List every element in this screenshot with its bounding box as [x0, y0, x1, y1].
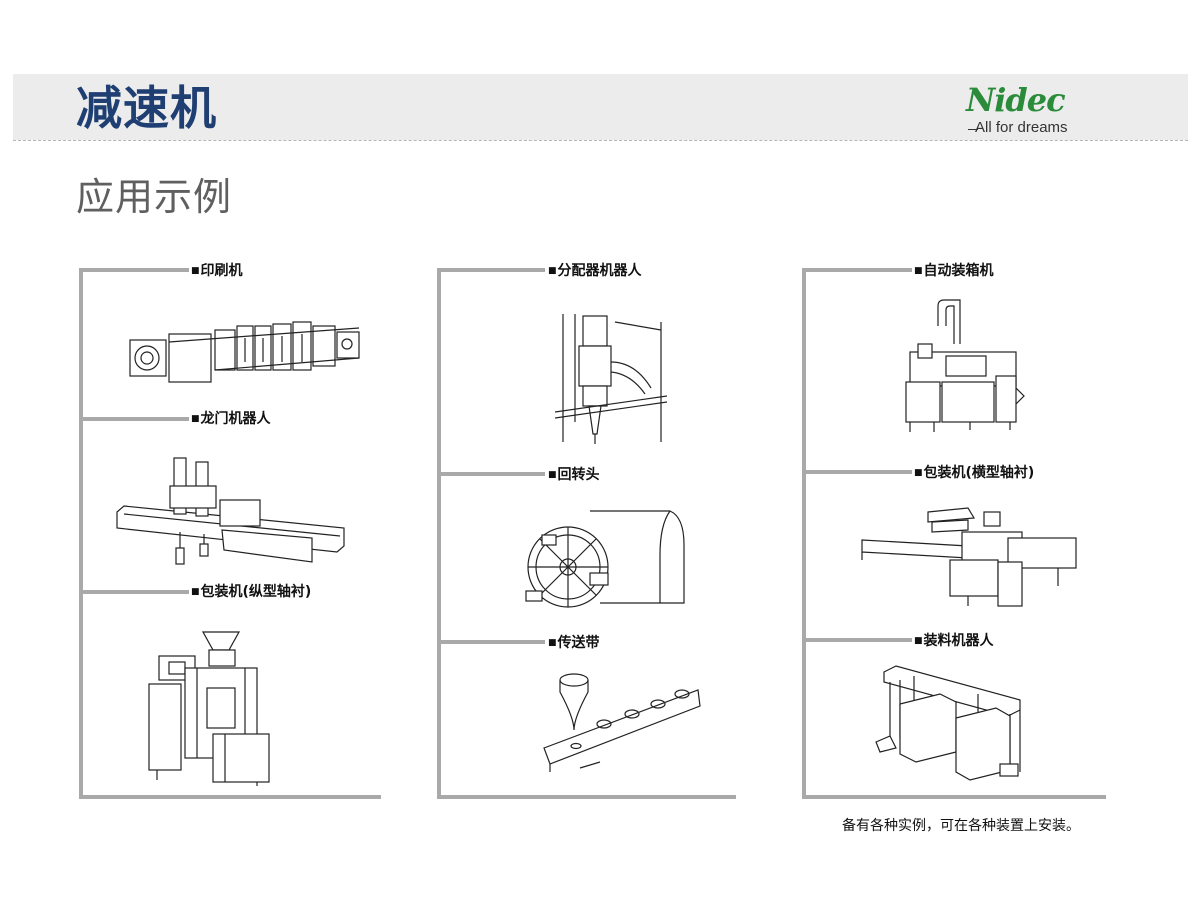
label-printing-press: 印刷机	[191, 262, 243, 282]
label-auto-boxing: 自动装箱机	[914, 262, 994, 282]
col1-rule-2	[79, 417, 189, 421]
logo-dash	[968, 129, 978, 130]
col3-rule-1	[802, 268, 912, 272]
logo-wordmark: Nidec	[966, 81, 1066, 119]
dispenser-robot-icon	[555, 312, 667, 447]
section-subtitle: 应用示例	[76, 175, 233, 219]
gantry-robot-icon	[112, 450, 350, 580]
col1-rule-1	[79, 268, 189, 272]
header-divider	[13, 140, 1188, 141]
horizontal-packaging-machine-icon	[858, 506, 1083, 610]
col3-rule-3	[802, 638, 912, 642]
loading-robot-icon	[870, 660, 1025, 785]
auto-boxing-machine-icon	[898, 296, 1028, 436]
printing-press-icon	[125, 312, 365, 387]
label-gantry-robot: 龙门机器人	[191, 410, 271, 430]
label-dispenser-robot: 分配器机器人	[548, 262, 642, 282]
col3-rule-2	[802, 470, 912, 474]
col2-rule-1	[437, 268, 545, 272]
label-conveyor: 传送带	[548, 634, 600, 654]
col2-rule-bottom	[437, 795, 736, 799]
label-horizontal-packaging: 包装机(横型轴衬)	[914, 464, 1035, 484]
col1-rule-3	[79, 590, 189, 594]
column-3-bracket	[802, 268, 806, 799]
col1-rule-bottom	[79, 795, 381, 799]
conveyor-icon	[540, 672, 702, 776]
col2-rule-3	[437, 640, 545, 644]
footnote: 备有各种实例，可在各种装置上安装。	[842, 818, 1080, 834]
vertical-packaging-machine-icon	[137, 628, 282, 788]
header-band	[13, 74, 1188, 140]
page-title: 减速机	[76, 81, 217, 135]
column-1-bracket	[79, 268, 83, 799]
nidec-logo: Nidec All for dreams	[960, 82, 1120, 140]
label-loading-robot: 装料机器人	[914, 632, 994, 652]
logo-slogan: All for dreams	[975, 119, 1068, 136]
label-vertical-packaging: 包装机(纵型轴衬)	[191, 583, 312, 603]
col3-rule-bottom	[802, 795, 1106, 799]
rotary-head-icon	[520, 505, 690, 613]
column-2-bracket	[437, 268, 441, 799]
label-rotary-head: 回转头	[548, 466, 600, 486]
col2-rule-2	[437, 472, 545, 476]
